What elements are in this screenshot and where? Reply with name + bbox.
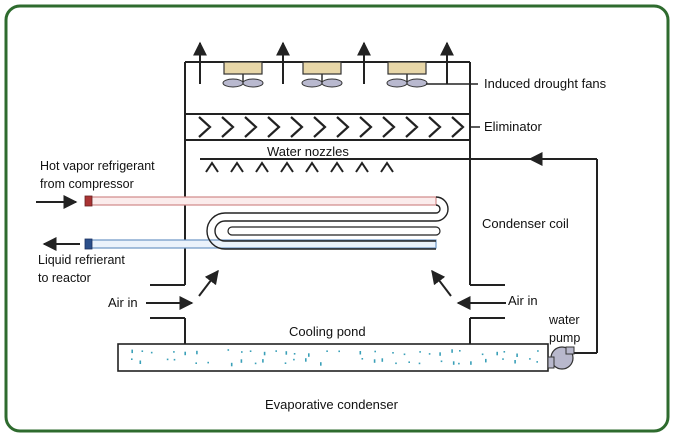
- water-dot: [207, 361, 209, 364]
- outer-frame: [4, 4, 670, 433]
- liquid-pipe: [84, 238, 437, 250]
- water-dot: [284, 362, 287, 364]
- water-dot: [150, 351, 153, 354]
- water-dot: [361, 358, 364, 360]
- water-dot: [241, 351, 243, 353]
- water-dot: [381, 358, 384, 362]
- pond-water-dots: [131, 349, 539, 367]
- water-dot: [275, 350, 277, 352]
- water-dot: [470, 361, 472, 365]
- water-dot: [338, 350, 340, 353]
- water-dot: [254, 362, 257, 365]
- water-nozzles-label: Water nozzles: [267, 144, 349, 159]
- water-pump-label-line1: water: [548, 313, 580, 327]
- water-dot: [451, 349, 453, 353]
- fans-label: Induced drought fans: [484, 76, 607, 91]
- water-dot: [529, 358, 531, 360]
- water-dot: [227, 349, 230, 351]
- water-dot: [262, 359, 264, 363]
- water-dot: [459, 350, 461, 352]
- water-dot: [131, 349, 133, 354]
- water-dot: [502, 358, 504, 360]
- water-dot: [392, 352, 394, 354]
- water-dot: [485, 358, 487, 363]
- cooling-pond: [117, 343, 549, 372]
- water-dot: [428, 353, 431, 355]
- spray-nozzles: [205, 161, 394, 173]
- water-dot: [326, 350, 328, 352]
- eliminator-label: Eliminator: [484, 119, 542, 134]
- water-dot: [440, 360, 443, 363]
- water-dot: [514, 360, 516, 364]
- fan-1: [222, 61, 264, 88]
- condenser-coil-label: Condenser coil: [482, 216, 569, 231]
- water-dot: [263, 351, 266, 356]
- water-dot: [195, 362, 197, 364]
- water-dot: [503, 351, 506, 353]
- water-dot: [196, 350, 198, 355]
- water-dot: [458, 362, 460, 365]
- water-dot: [166, 358, 169, 361]
- water-dot: [293, 353, 296, 355]
- water-dot: [496, 351, 498, 356]
- water-dot: [240, 359, 243, 363]
- water-dot: [374, 350, 376, 353]
- water-dot: [320, 362, 322, 366]
- water-dot: [537, 350, 539, 352]
- water-dot: [305, 358, 307, 362]
- water-dot: [359, 351, 362, 355]
- fan-2: [301, 61, 343, 88]
- water-dot: [285, 351, 288, 355]
- water-dot: [373, 359, 376, 363]
- caption: Evaporative condenser: [265, 397, 399, 412]
- air-in-right-label: Air in: [508, 293, 538, 308]
- water-dot: [419, 351, 421, 353]
- water-dot: [173, 351, 175, 353]
- water-dot: [481, 353, 484, 356]
- liquid-label-line1: Liquid refrierant: [38, 253, 125, 267]
- water-dot: [249, 350, 252, 352]
- water-pump: [547, 346, 575, 370]
- water-dot: [293, 358, 295, 361]
- air-rise-left-arrow: [198, 269, 219, 297]
- fan-3: [386, 61, 428, 88]
- water-dot: [141, 350, 144, 352]
- hot-vapor-label-line2: from compressor: [40, 177, 134, 191]
- water-dot: [139, 360, 142, 364]
- hot-vapor-pipe: [84, 195, 437, 207]
- air-rise-right-arrow: [431, 269, 452, 297]
- water-dot: [408, 361, 410, 363]
- liquid-label-line2: to reactor: [38, 271, 91, 285]
- air-in-left-label: Air in: [108, 295, 138, 310]
- cooling-pond-label: Cooling pond: [289, 324, 366, 339]
- condenser-coil: [206, 196, 449, 250]
- water-dot: [516, 353, 518, 357]
- water-pump-label-line2: pump: [549, 331, 580, 345]
- hot-vapor-label-line1: Hot vapor refrigerant: [40, 159, 155, 173]
- water-dot: [308, 353, 310, 357]
- water-dot: [418, 362, 421, 365]
- water-dot: [403, 353, 406, 356]
- exhaust-arrows: [193, 41, 454, 84]
- water-dot: [230, 362, 233, 367]
- eliminator-chevrons: [198, 116, 465, 138]
- water-dot: [395, 362, 397, 365]
- water-dot: [184, 351, 186, 356]
- water-dot: [439, 352, 441, 356]
- water-dot: [173, 358, 176, 361]
- water-dot: [536, 361, 538, 363]
- water-dot: [131, 358, 133, 360]
- water-dot: [452, 361, 455, 365]
